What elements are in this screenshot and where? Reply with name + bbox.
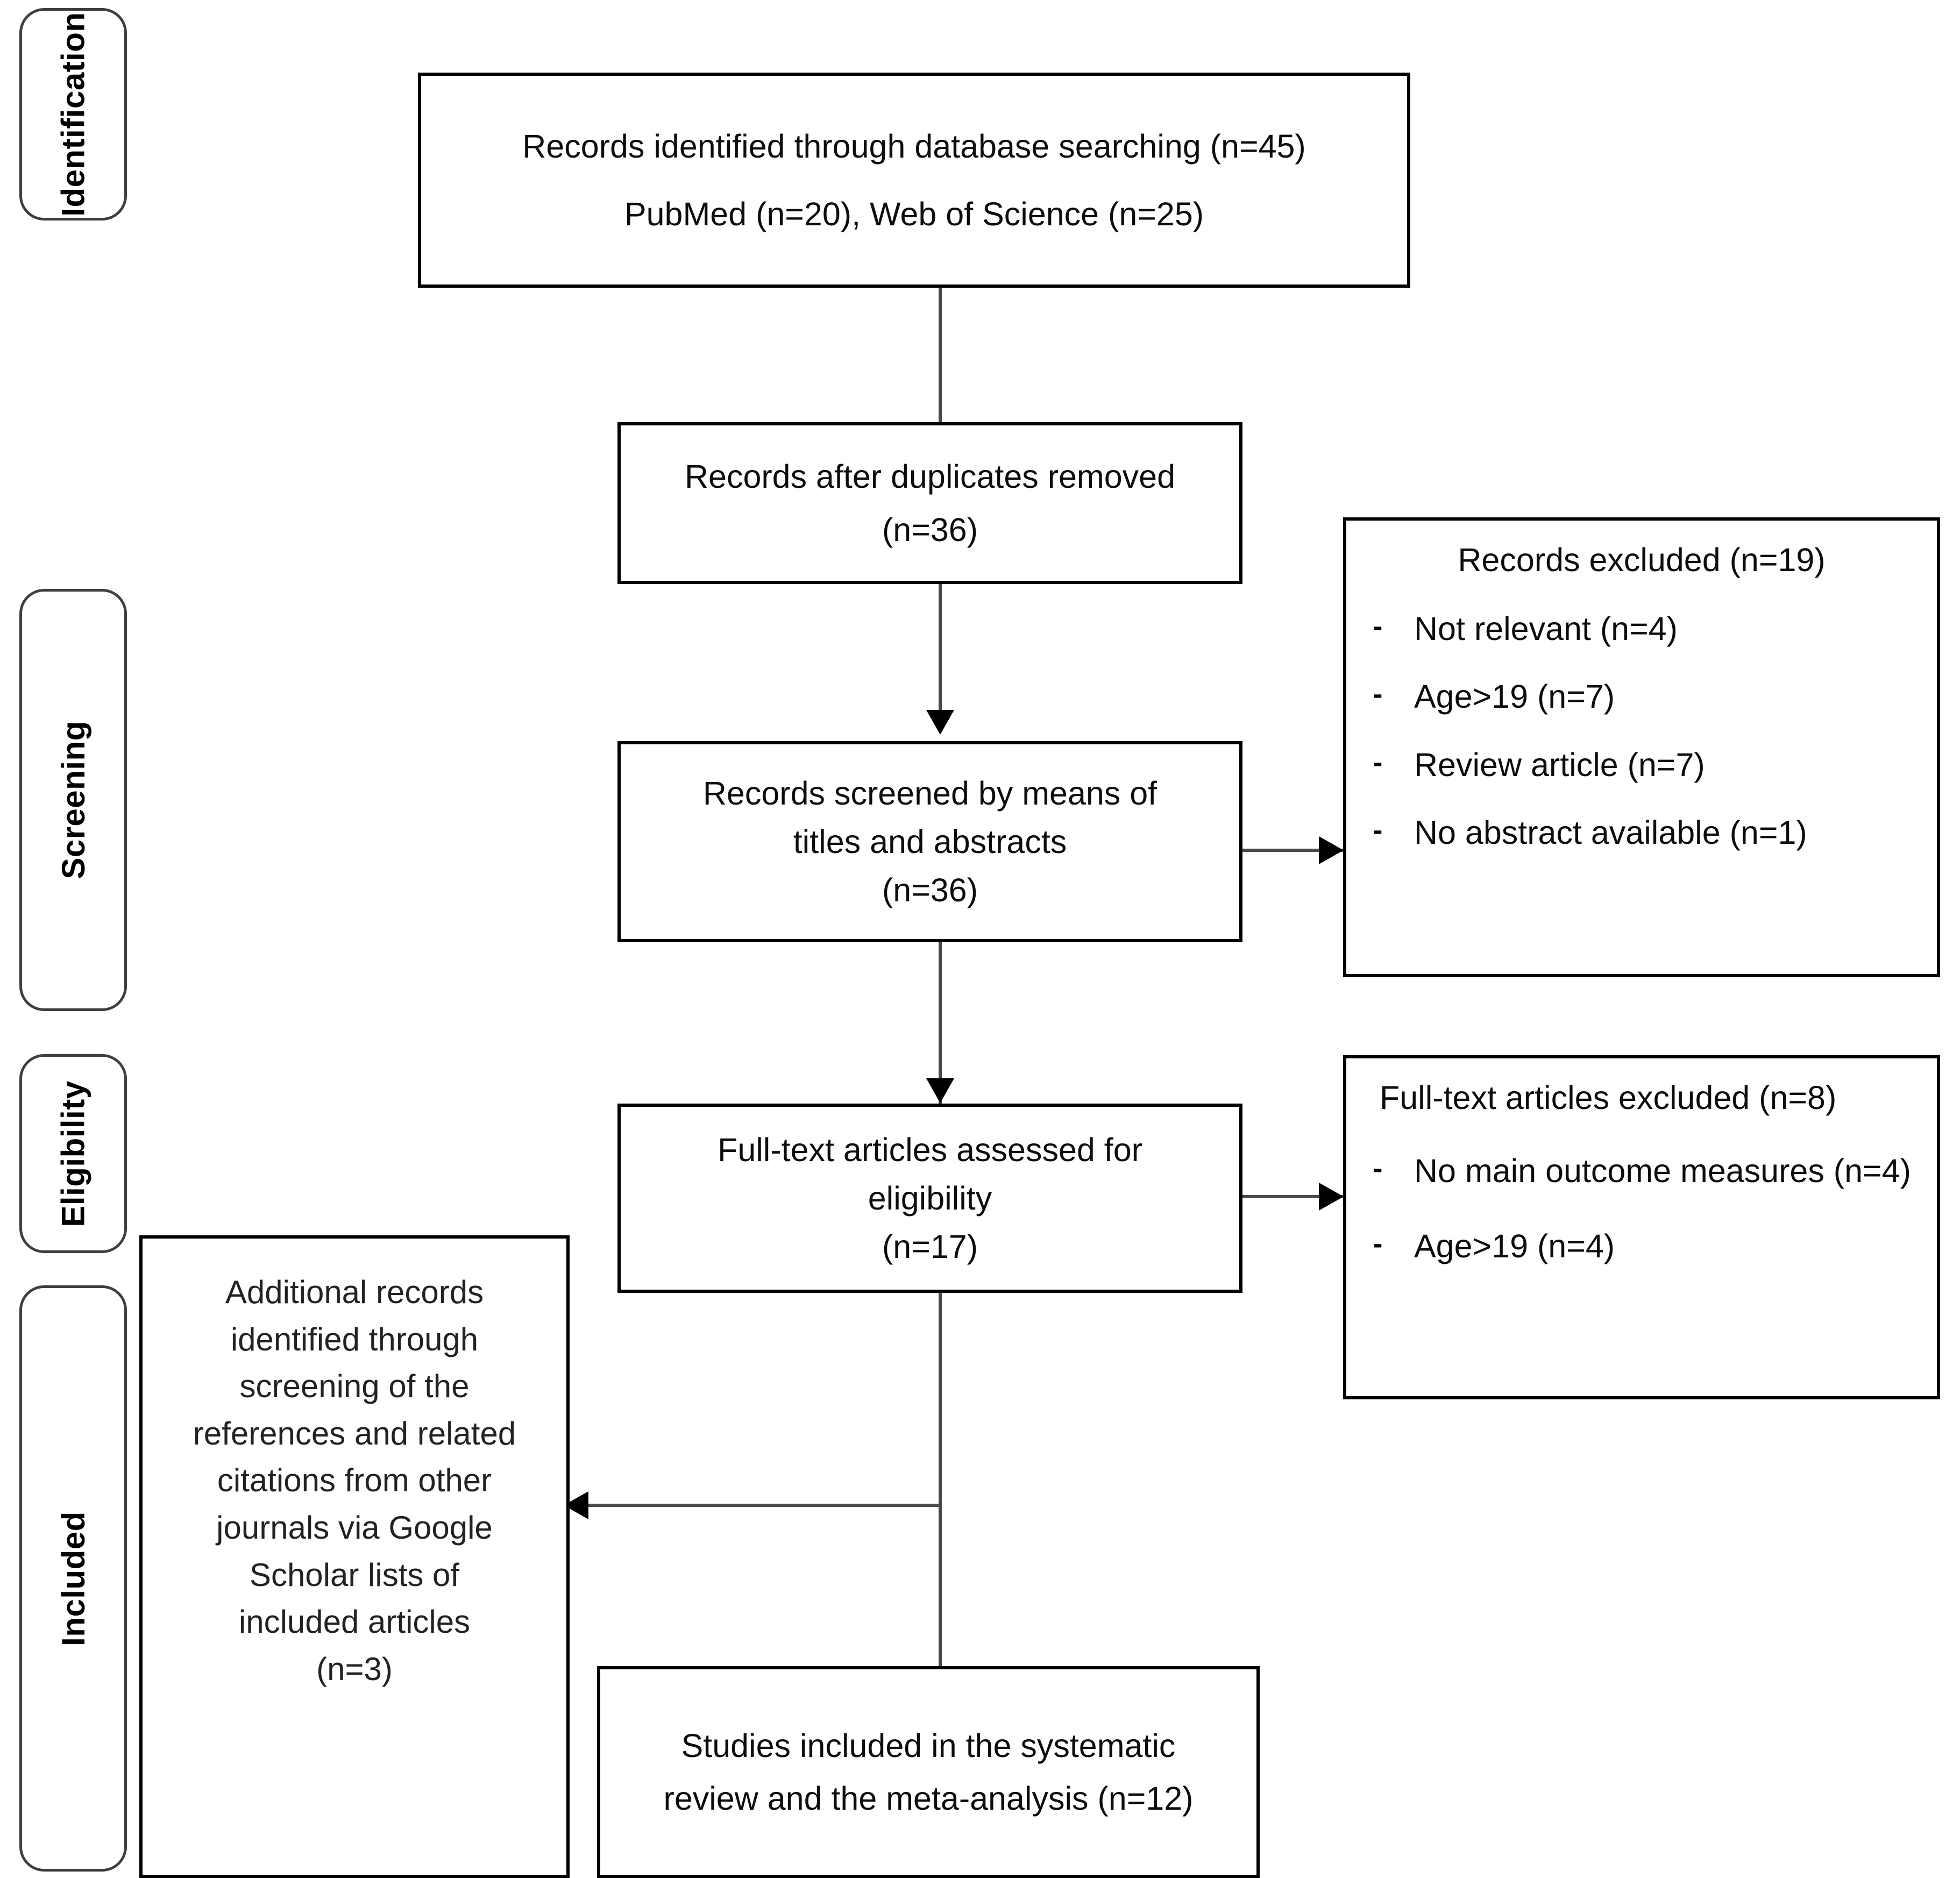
stage-tab-included-label: Included xyxy=(55,1511,91,1646)
stage-tab-eligibility-label: Eligibility xyxy=(55,1080,91,1227)
bullet-dash-icon: - xyxy=(1373,815,1383,846)
box-fulltext-assessed-line1: Full-text articles assessed for xyxy=(718,1131,1142,1168)
records-excluded-reason-text: No abstract available (n=1) xyxy=(1414,814,1807,851)
bullet-dash-icon: - xyxy=(1373,746,1383,778)
connector-screened-to-records-excluded xyxy=(1242,849,1366,852)
connector-duplicates-to-screened xyxy=(939,584,942,729)
box-additional-records-line: included articles xyxy=(238,1604,471,1640)
arrowhead-screened-to-records-excluded xyxy=(1319,836,1344,864)
bullet-dash-icon: - xyxy=(1373,679,1383,710)
box-records-identified: Records identified through database sear… xyxy=(418,73,1410,288)
records-excluded-reason-text: Age>19 (n=7) xyxy=(1414,678,1615,715)
stage-tab-screening: Screening xyxy=(19,589,127,1011)
stage-tab-identification-label: Identification xyxy=(55,12,91,217)
box-records-screened: Records screened by means of titles and … xyxy=(617,741,1242,942)
fulltext-excluded-reason-item: - Age>19 (n=4) xyxy=(1365,1226,1919,1266)
box-studies-included-line1: Studies included in the systematic xyxy=(681,1727,1176,1764)
box-duplicates-removed-line2: (n=36) xyxy=(882,511,978,548)
box-fulltext-assessed-line3: (n=17) xyxy=(882,1228,978,1265)
fulltext-excluded-reason-item: - No main outcome measures (n=4) xyxy=(1365,1151,1919,1191)
box-additional-records-line: identified through xyxy=(230,1321,479,1357)
box-fulltext-assessed-line2: eligibility xyxy=(868,1179,992,1217)
box-records-excluded: Records excluded (n=19) - Not relevant (… xyxy=(1343,517,1940,977)
records-excluded-reason-item: - Age>19 (n=7) xyxy=(1365,677,1919,716)
fulltext-excluded-reason-list: - No main outcome measures (n=4) - Age>1… xyxy=(1365,1151,1919,1267)
box-additional-records-line: screening of the xyxy=(239,1368,470,1405)
box-records-screened-line3: (n=36) xyxy=(882,872,978,909)
fulltext-excluded-reason-text: No main outcome measures (n=4) xyxy=(1414,1153,1911,1189)
box-additional-records: Additional records identified through sc… xyxy=(139,1235,570,1878)
bullet-dash-icon: - xyxy=(1373,1228,1383,1260)
box-additional-records-line: references and related xyxy=(193,1415,516,1452)
records-excluded-reason-list: - Not relevant (n=4) - Age>19 (n=7) - Re… xyxy=(1365,609,1919,853)
connector-fulltext-to-included xyxy=(939,1293,942,1702)
stage-tab-screening-label: Screening xyxy=(55,721,91,879)
box-additional-records-line: (n=3) xyxy=(316,1651,393,1687)
stage-tab-included: Included xyxy=(19,1285,127,1872)
box-fulltext-excluded-heading: Full-text articles excluded (n=8) xyxy=(1380,1079,1837,1116)
arrowhead-screened-to-fulltext xyxy=(926,1078,954,1103)
arrowhead-fulltext-to-fulltext-excluded xyxy=(1319,1183,1344,1211)
box-fulltext-excluded: Full-text articles excluded (n=8) - No m… xyxy=(1343,1055,1940,1399)
connector-identified-to-duplicates xyxy=(939,288,942,422)
box-records-excluded-heading: Records excluded (n=19) xyxy=(1458,542,1826,578)
bullet-dash-icon: - xyxy=(1373,611,1383,642)
box-records-screened-line2: titles and abstracts xyxy=(793,823,1067,860)
box-studies-included: Studies included in the systematic revie… xyxy=(597,1666,1260,1878)
records-excluded-reason-item: - Review article (n=7) xyxy=(1365,745,1919,785)
box-records-identified-line1: Records identified through database sear… xyxy=(522,127,1306,165)
records-excluded-reason-text: Not relevant (n=4) xyxy=(1414,610,1678,647)
bullet-dash-icon: - xyxy=(1373,1153,1383,1184)
box-fulltext-assessed: Full-text articles assessed for eligibil… xyxy=(617,1104,1242,1293)
box-duplicates-removed-line1: Records after duplicates removed xyxy=(684,458,1176,495)
box-additional-records-line: journals via Google xyxy=(216,1509,493,1546)
connector-fulltext-to-fulltext-excluded xyxy=(1242,1195,1366,1198)
stage-tab-eligibility: Eligibility xyxy=(19,1054,127,1253)
box-records-screened-line1: Records screened by means of xyxy=(702,774,1157,812)
connector-screened-to-fulltext xyxy=(939,942,942,1104)
box-duplicates-removed: Records after duplicates removed (n=36) xyxy=(617,422,1242,584)
box-studies-included-line2: review and the meta-analysis (n=12) xyxy=(663,1780,1194,1817)
box-additional-records-line: citations from other xyxy=(217,1462,492,1499)
records-excluded-reason-item: - No abstract available (n=1) xyxy=(1365,813,1919,852)
box-additional-records-line: Scholar lists of xyxy=(249,1556,460,1593)
box-records-identified-line2: PubMed (n=20), Web of Science (n=25) xyxy=(624,196,1204,232)
stage-tab-identification: Identification xyxy=(19,8,127,220)
records-excluded-reason-text: Review article (n=7) xyxy=(1414,746,1705,783)
connector-to-additional-records xyxy=(571,1504,941,1507)
box-additional-records-line: Additional records xyxy=(225,1274,484,1310)
fulltext-excluded-reason-text: Age>19 (n=4) xyxy=(1414,1228,1615,1265)
records-excluded-reason-item: - Not relevant (n=4) xyxy=(1365,609,1919,649)
arrowhead-duplicates-to-screened xyxy=(926,710,954,735)
